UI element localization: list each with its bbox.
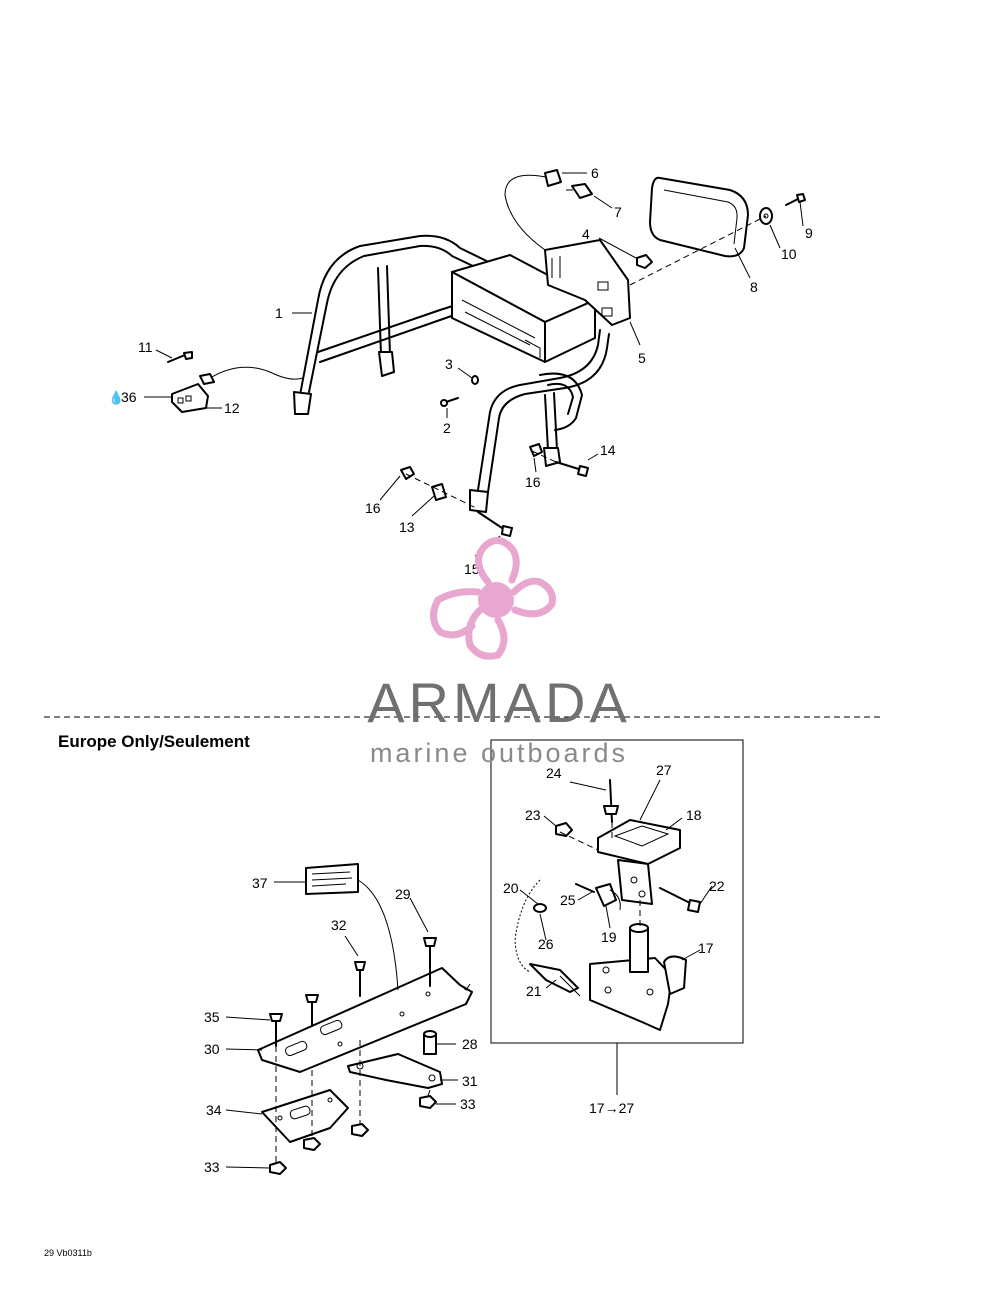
callout-23: 23 <box>525 807 541 823</box>
callout-29: 29 <box>395 886 411 902</box>
callout-37: 37 <box>252 875 268 891</box>
callout-36: 36 <box>121 389 137 405</box>
leader-lines-upper <box>144 172 804 557</box>
callout-20: 20 <box>503 880 519 896</box>
drawing-code: 29 Vb0311b <box>44 1248 92 1258</box>
callout-7: 7 <box>614 204 622 220</box>
assembly-lines-upper <box>405 215 767 509</box>
callout-22: 22 <box>709 878 725 894</box>
watermark-title: ARMADA <box>367 671 631 734</box>
callout-5: 5 <box>638 350 646 366</box>
callout-31: 31 <box>462 1073 478 1089</box>
callout-27: 27 <box>656 762 672 778</box>
watermark-subtitle: marine outboards <box>369 738 629 768</box>
callout-24: 24 <box>546 765 562 781</box>
callout-33a: 33 <box>460 1096 476 1112</box>
callout-35: 35 <box>204 1009 220 1025</box>
callout-8: 8 <box>750 279 758 295</box>
callout-33b: 33 <box>204 1159 220 1175</box>
callout-3: 3 <box>445 356 453 372</box>
callout-2: 2 <box>443 420 451 436</box>
grab-handle-frame <box>293 234 610 513</box>
callout-14: 14 <box>600 442 616 458</box>
callout-4: 4 <box>582 226 590 242</box>
callout-32: 32 <box>331 917 347 933</box>
callout-25: 25 <box>560 892 576 908</box>
drop-icon: 💧 <box>108 390 124 405</box>
callout-9: 9 <box>805 225 813 241</box>
callout-1: 1 <box>275 305 283 321</box>
callout-17: 17 <box>698 940 714 956</box>
leader-lines-lower <box>225 779 713 1169</box>
callout-21: 21 <box>526 983 542 999</box>
mounting-plate-assembly <box>257 863 473 1175</box>
seat-pad <box>451 254 596 363</box>
callout-13: 13 <box>399 519 415 535</box>
callout-34: 34 <box>206 1102 222 1118</box>
callout-6: 6 <box>591 165 599 181</box>
callout-16a: 16 <box>365 500 381 516</box>
callout-11: 11 <box>138 339 153 355</box>
backrest-bracket <box>544 239 631 326</box>
section-title: Europe Only/Seulement <box>58 732 250 751</box>
backrest-cushion <box>649 176 749 258</box>
callout-30: 30 <box>204 1041 220 1057</box>
callout-28: 28 <box>462 1036 478 1052</box>
callout-kit: 17→27 <box>589 1100 634 1116</box>
callout-10: 10 <box>781 246 797 262</box>
hitch-kit-box <box>490 739 744 1095</box>
wire-harness <box>504 169 593 251</box>
callout-12: 12 <box>224 400 240 416</box>
propeller-logo-icon <box>430 537 556 660</box>
callout-16b: 16 <box>525 474 541 490</box>
callout-18: 18 <box>686 807 702 823</box>
callout-19: 19 <box>601 929 617 945</box>
callout-26: 26 <box>538 936 554 952</box>
